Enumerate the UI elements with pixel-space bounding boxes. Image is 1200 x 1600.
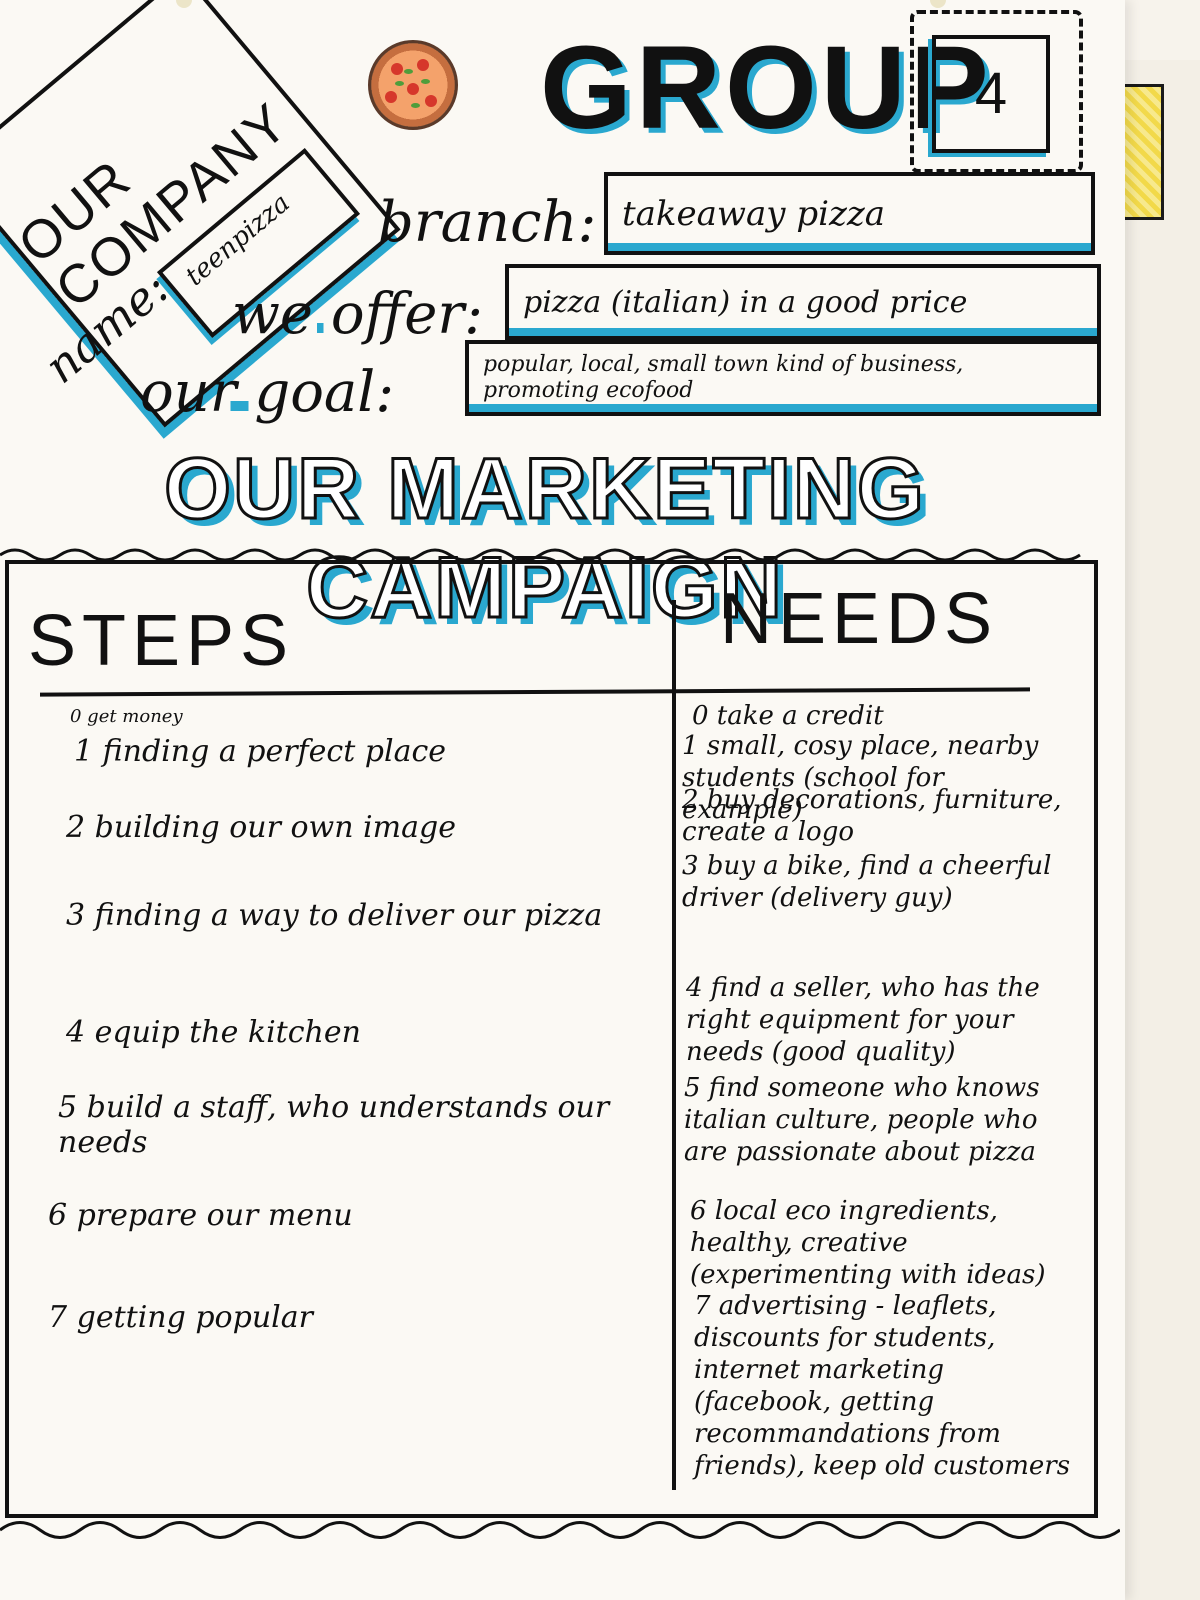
need-item: 6 local eco ingredients, healthy, creati… [690,1196,1046,1290]
step-item: 6 prepare our menu [48,1198,353,1233]
step-item: 1 finding a perfect place [74,734,447,769]
our-goal-value: popular, local, small town kind of busin… [483,352,964,403]
need-item: 4 find a seller, who has the right equip… [686,973,1040,1067]
we-offer-value: pizza (italian) in a good price [523,284,968,320]
branch-value: takeaway pizza [622,193,886,234]
needs-heading: NEEDS [720,579,999,659]
step-item: 7 getting popular [48,1300,313,1335]
need-item: 0 take a credit [692,701,884,731]
our-goal-value-box: popular, local, small town kind of busin… [465,340,1101,416]
step-item: 5 build a staff, who understands our nee… [58,1090,610,1160]
step-item: 4 equip the kitchen [66,1015,361,1050]
group-number: 4 [932,35,1050,153]
wavy-border-top [0,548,1081,562]
step-item: 0 get money [70,706,183,727]
campaign-title: OUR MARKETING CAMPAIGN [163,440,926,638]
need-item: 7 advertising - leaflets, discounts for … [694,1291,1071,1481]
pizza-icon [368,40,458,130]
steps-heading: STEPS [28,601,295,681]
branch-label: branch: [378,190,597,255]
wavy-border-bottom [0,1521,1120,1539]
campaign-table-frame [5,560,1098,1518]
step-item: 3 finding a way to deliver our pizza [66,898,603,933]
punch-hole [176,0,192,8]
need-item: 1 small, cosy place, nearby students (sc… [682,731,1039,825]
branch-value-box: takeaway pizza [604,172,1095,255]
need-item: 2 buy decorations, furniture, create a l… [682,785,1062,847]
we-offer-label: we offer: [232,282,484,347]
poster-sheet: OUR COMPANY name: teenpizza GROUP 4 bran… [0,0,1120,1539]
need-item: 5 find someone who knows italian culture… [684,1073,1040,1167]
group-number-frame [910,10,1083,173]
step-item: 2 building our own image [66,810,456,845]
our-goal-label: our goal: [140,360,395,425]
need-item: 3 buy a bike, find a cheerful driver (de… [682,851,1052,913]
punch-hole [930,0,946,8]
we-offer-value-box: pizza (italian) in a good price [505,264,1101,340]
column-divider [672,600,676,1490]
